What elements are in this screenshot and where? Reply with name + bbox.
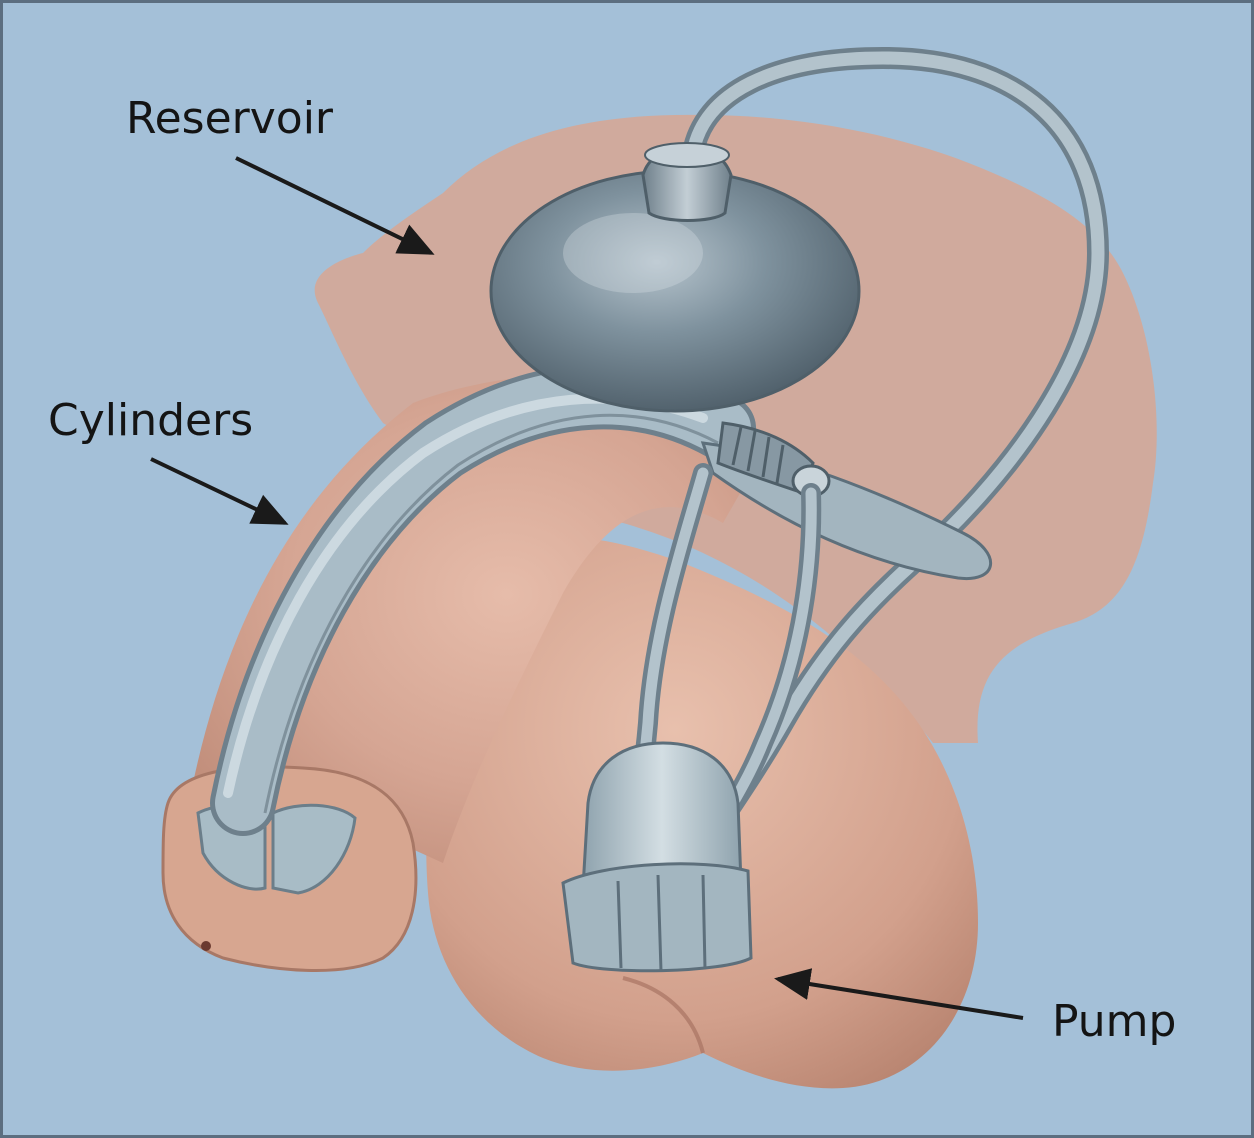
- reservoir-tubing-inner: [676, 51, 1105, 890]
- cylinder-divider: [263, 413, 719, 814]
- pump-arrow: [774, 968, 1024, 1020]
- scrotal-raphe: [622, 976, 705, 1054]
- reservoir-highlight: [563, 213, 703, 293]
- reservoir-cap-top: [644, 142, 730, 168]
- cylinder-end-right: [271, 803, 357, 895]
- coupling-bands: [731, 426, 785, 484]
- pump-body: [581, 741, 743, 890]
- penile-shaft: [193, 374, 763, 863]
- urethral-meatus: [201, 941, 211, 951]
- pump-label: Pump: [1052, 996, 1177, 1047]
- cylinders-arrow: [150, 457, 289, 525]
- cylinders-label: Cylinders: [48, 395, 254, 446]
- reservoir-label: Reservoir: [126, 93, 334, 144]
- reservoir-arrow: [235, 156, 435, 255]
- illustration: [150, 46, 1157, 1089]
- pump-base-segments: [616, 874, 707, 972]
